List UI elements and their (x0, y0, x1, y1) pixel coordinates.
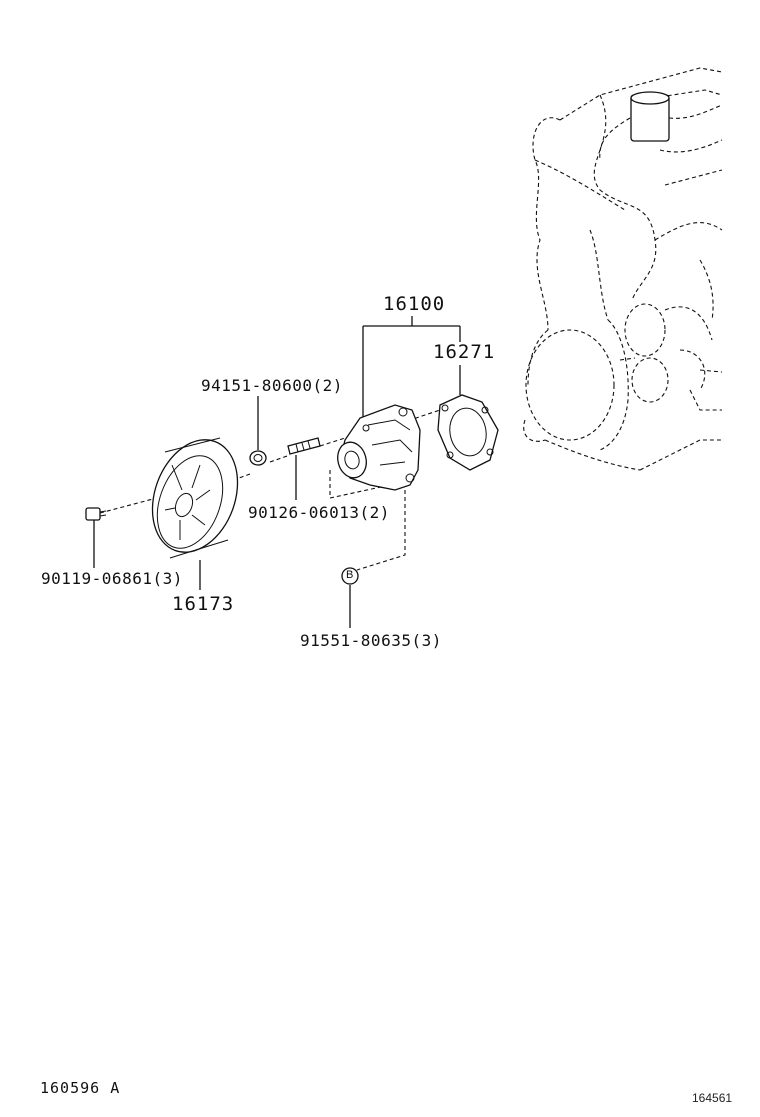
label-gasket: 16271 (433, 341, 496, 363)
bolt-drawing (85, 507, 107, 521)
label-ref-b: B (346, 569, 354, 581)
gasket-drawing (437, 394, 499, 471)
pulley-drawing (151, 437, 239, 559)
leader-lines (93, 316, 461, 628)
label-bolt: 90119-06861(3) (41, 569, 183, 588)
footer-right-code: 164561 (692, 1091, 733, 1105)
reference-circle-b (341, 567, 359, 585)
water-pump-drawing (337, 404, 421, 491)
stud-drawing (287, 437, 321, 455)
label-assembly: 16100 (383, 293, 446, 315)
label-stud: 90126-06013(2) (248, 503, 390, 522)
label-pulley: 16173 (172, 593, 235, 615)
engine-block-drawing (523, 67, 723, 471)
label-nut: 94151-80600(2) (201, 376, 343, 395)
nut-drawing (249, 450, 267, 466)
footer-left-code: 160596 A (40, 1079, 121, 1097)
label-bolt-b: 91551-80635(3) (300, 631, 442, 650)
